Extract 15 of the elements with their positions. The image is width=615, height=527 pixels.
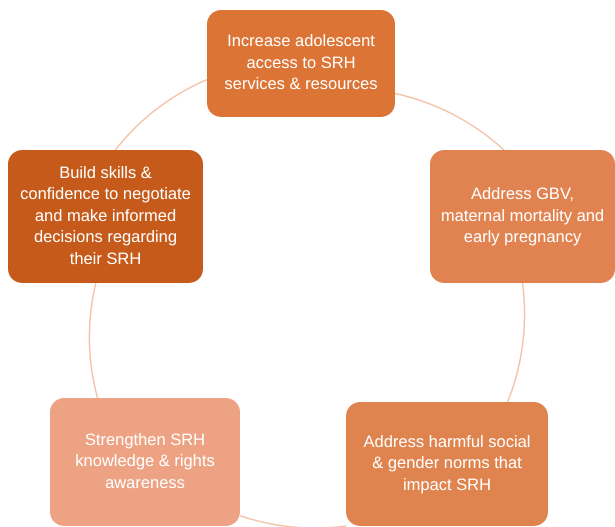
connector-arc	[114, 78, 208, 150]
rounded-box	[207, 10, 395, 117]
connector-arc	[394, 92, 504, 151]
rounded-box	[50, 398, 240, 526]
box-text: Address harmful social & gender norms that impact SRH	[362, 432, 532, 496]
connector-arc	[240, 515, 346, 527]
rounded-box	[8, 150, 203, 283]
rounded-box	[346, 402, 548, 526]
box-text: Address GBV, maternal mortality and early pregnancy	[440, 184, 605, 248]
box-text: Increase adolescent access to SRH services & resources	[223, 31, 379, 96]
connector-arc	[506, 282, 526, 402]
connector-arc	[88, 282, 98, 398]
box-text: Build skills & confidence to negotiate and make informed decisions regarding their SRH	[19, 162, 192, 270]
box-text: Strengthen SRH knowledge & rights awareness	[74, 430, 216, 494]
rounded-box	[430, 150, 615, 283]
